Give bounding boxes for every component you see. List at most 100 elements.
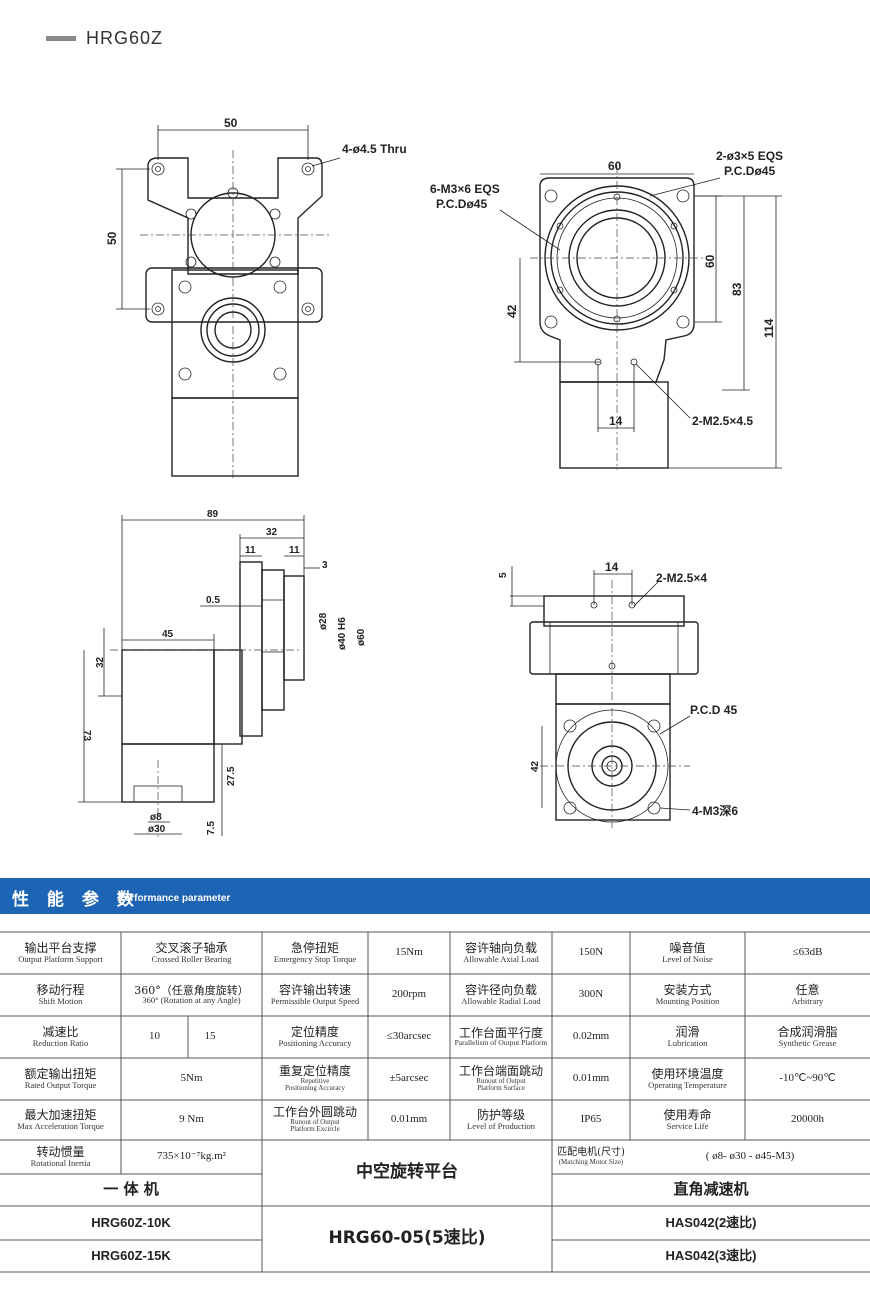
spec-value-face-runout: 0.01mm [572, 1072, 610, 1085]
spec-value-positioning-accuracy: ≤30arcsec [386, 1030, 432, 1043]
note-m25-top: 2-M2.5×4.5 [692, 414, 753, 428]
dim-89: 89 [207, 509, 219, 520]
spec-value-radial-load: 300N [578, 988, 604, 1001]
note-4-holes: 4-ø4.5 Thru [342, 142, 407, 156]
dim-42-bottom: 42 [530, 760, 541, 772]
spec-value-lubrication: 合成润滑脂 Synthetic Grease [777, 1025, 838, 1048]
dim-14: 14 [609, 414, 623, 428]
dim-73: 73 [81, 730, 92, 742]
spec-value-rated-torque: 5Nm [180, 1072, 203, 1085]
dim-width-50: 50 [224, 116, 238, 130]
dim-0-5: 0.5 [206, 595, 220, 606]
model-has042-3: HAS042(3速比) [665, 1248, 757, 1264]
dim-60-side: 60 [703, 254, 717, 268]
dim-d30: ø30 [148, 824, 166, 835]
model-header-integrated: 一 体 机 [103, 1180, 159, 1199]
spec-value-noise: ≤63dB [792, 946, 823, 959]
section-title-en: Performance parameter [118, 893, 231, 904]
spec-value-inertia: 735×10⁻⁷kg.m² [157, 1150, 226, 1163]
dim-d8: ø8 [150, 812, 162, 823]
spec-label-output-speed: 容许输出转速 Permissible Output Speed [270, 983, 360, 1006]
spec-label-repeat-accuracy: 重复定位精度 Repetitive Positioning Accuracy [278, 1064, 351, 1093]
dim-d28: ø28 [318, 612, 329, 630]
dim-42: 42 [505, 304, 519, 318]
dim-114: 114 [762, 318, 776, 338]
spec-label-mounting: 安装方式 Mounting Position [655, 983, 720, 1006]
model-has042-2: HAS042(2速比) [665, 1215, 757, 1231]
dim-11a: 11 [245, 545, 256, 556]
spec-value-circle-runout: 0.01mm [390, 1113, 428, 1126]
spec-label-reduction-ratio: 减速比 Reduction Ratio [32, 1025, 89, 1048]
dim-d40: ø40 H6 [337, 617, 348, 650]
note-2-holes: 2-ø3×5 EQS [716, 149, 783, 163]
top-right-view: 60 2-ø3×5 EQS P.C.Dø45 6-M3×6 EQS P.C.Dø… [430, 149, 783, 470]
spec-value-ratio-15: 15 [204, 1030, 216, 1043]
spec-label-face-runout: 工作台端面跳动 Runout of Output Platform Surfac… [458, 1064, 543, 1093]
spec-label-inertia: 转动惯量 Rotational Inertia [30, 1145, 91, 1168]
spec-label-noise: 噪音值 Level of Noise [662, 941, 713, 964]
spec-label-radial-load: 容许径向负载 Allowable Radial Load [461, 983, 541, 1006]
spec-label-output-support: 输出平台支撑 Output Platform Support [18, 941, 103, 964]
spec-label-protection: 防护等级 Level of Production [467, 1108, 535, 1131]
model-header-right-angle: 直角减速机 [673, 1180, 749, 1199]
spec-value-protection: IP65 [580, 1113, 602, 1126]
dim-83: 83 [730, 282, 744, 296]
spec-value-ratio-10: 10 [149, 1030, 160, 1043]
spec-value-parallelism: 0.02mm [572, 1030, 610, 1043]
note-pcd-1: P.C.Dø45 [724, 164, 775, 178]
spec-label-parallelism: 工作台面平行度 Parallelism of Output Platform [454, 1025, 548, 1048]
spec-label-shift-motion: 移动行程 Shift Motion [36, 983, 85, 1006]
dim-32v: 32 [95, 656, 106, 668]
dim-27-5: 27.5 [226, 766, 237, 786]
model-title: HRG60Z [86, 28, 164, 48]
spec-value-repeat-accuracy: ±5arcsec [389, 1072, 429, 1085]
spec-value-service-life: 20000h [791, 1113, 824, 1126]
spec-label-rated-torque: 额定输出扭矩 Rated Output Torque [24, 1067, 97, 1090]
note-pcd-45: P.C.D 45 [690, 703, 737, 717]
spec-value-max-accel-torque: 9 Nm [179, 1113, 204, 1126]
model-header-hollow-platform: 中空旋转平台 [356, 1162, 458, 1183]
dim-45: 45 [162, 629, 174, 640]
spec-label-matching-motor: 匹配电机(尺寸) (Matching Motor Size) [557, 1147, 625, 1166]
dim-14-bottom: 14 [605, 560, 619, 574]
spec-value-bearing: 交叉滚子轴承 Crossed Roller Bearing [151, 941, 232, 964]
model-hrg60z-15k: HRG60Z-15K [91, 1248, 171, 1264]
dim-32: 32 [266, 527, 278, 538]
spec-label-emergency-torque: 急停扭矩 Emergency Stop Torque [273, 941, 357, 964]
spec-value-emergency-torque: 15Nm [395, 946, 423, 959]
spec-label-positioning-accuracy: 定位精度 Positioning Accuracy [278, 1025, 352, 1048]
dim-5: 5 [498, 572, 509, 578]
section-title-zh: 性 能 参 数 [12, 890, 140, 910]
section-banner: 性 能 参 数 Performance parameter [0, 878, 870, 914]
bottom-left-view: 89 32 11 11 3 0.5 45 32 73 27.5 7.5 ø8 ø… [78, 509, 367, 840]
spec-label-service-life: 使用寿命 Service Life [663, 1108, 712, 1131]
spec-value-shift-motion: 360°（任意角度旋转） 360° (Rotation at any Angle… [134, 983, 249, 1006]
spec-label-circle-runout: 工作台外圆跳动 Runout of Output Platform Excirc… [272, 1105, 357, 1134]
note-m3: 4-M3深6 [692, 803, 738, 818]
top-left-view: 50 50 4-ø4.5 Thru [105, 116, 407, 480]
note-pcd-2: P.C.Dø45 [436, 197, 487, 211]
header-bar [46, 36, 76, 41]
spec-value-output-speed: 200rpm [391, 988, 427, 1001]
dim-7-5: 7.5 [206, 821, 217, 835]
spec-value-matching-motor: ( ø8- ø30 - ø45-M3) [705, 1150, 795, 1163]
spec-value-temperature: -10℃~90℃ [779, 1072, 836, 1085]
dim-60-top: 60 [608, 159, 622, 173]
note-6-holes: 6-M3×6 EQS [430, 182, 500, 196]
page-header: HRG60Z [46, 28, 163, 49]
note-m25-bottom: 2-M2.5×4 [656, 571, 707, 585]
spec-value-mounting: 任意 Arbitrary [791, 983, 824, 1006]
model-hrg60-05: HRG60-05(5速比) [328, 1228, 486, 1249]
spec-label-axial-load: 容许轴向负载 Allowable Axial Load [463, 941, 539, 964]
bottom-right-view: 5 14 2-M2.5×4 P.C.D 45 42 4-M3深6 [498, 560, 738, 830]
dim-11b: 11 [289, 545, 300, 556]
dim-d60: ø60 [356, 628, 367, 646]
spec-label-temperature: 使用环境温度 Operating Temperature [648, 1067, 727, 1090]
model-hrg60z-10k: HRG60Z-10K [91, 1215, 171, 1231]
dim-height-50: 50 [105, 231, 119, 245]
spec-label-max-accel-torque: 最大加速扭矩 Max Acceleration Torque [17, 1108, 104, 1131]
dim-3: 3 [322, 560, 328, 571]
spec-value-axial-load: 150N [578, 946, 604, 959]
spec-label-lubrication: 润滑 Lubrication [667, 1025, 708, 1048]
